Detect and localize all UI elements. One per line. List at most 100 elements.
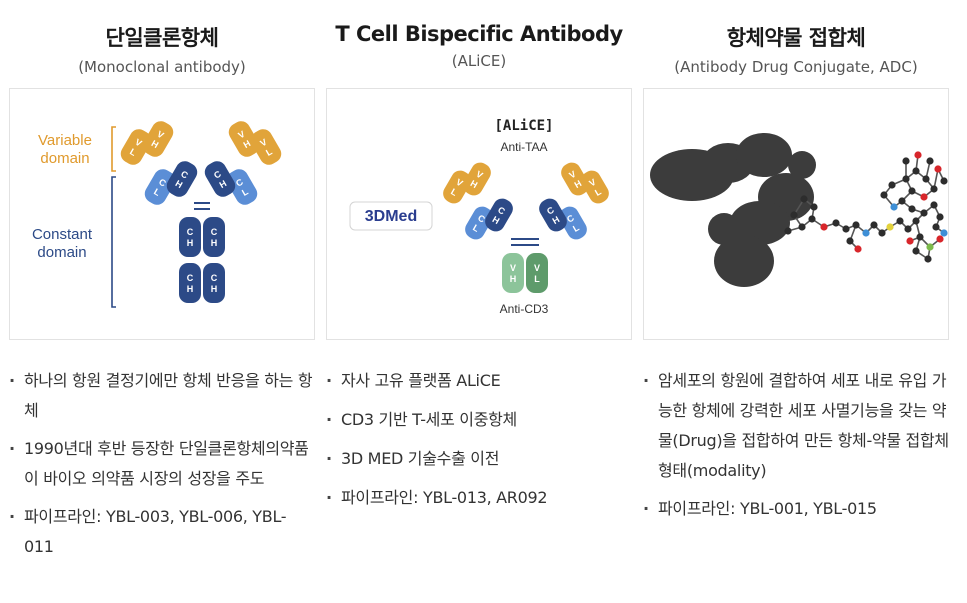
atom	[888, 181, 896, 189]
atom	[842, 225, 850, 233]
atom	[912, 217, 920, 225]
atom	[832, 219, 840, 227]
ch-domain-left: CH	[485, 198, 513, 232]
atom	[898, 197, 906, 205]
column-title: 항체약물 접합체	[726, 26, 866, 50]
vl-domain-left: VL	[443, 170, 471, 204]
svg-text:V: V	[474, 169, 484, 181]
svg-text:H: H	[174, 178, 185, 190]
bullet-list: 하나의 항원 결정기에만 항체 반응을 하는 항체 1990년대 후반 등장한 …	[9, 366, 315, 570]
svg-text:C: C	[187, 227, 194, 237]
bullet-item: 파이프라인: YBL-013, AR092	[326, 483, 632, 513]
svg-text:H: H	[211, 238, 218, 248]
atom	[936, 213, 944, 221]
svg-text:V: V	[534, 263, 540, 273]
svg-text:L: L	[264, 146, 274, 158]
3dmed-logo: 3DMed	[349, 201, 433, 231]
anti-cd3-vl-domain: VL	[526, 253, 548, 293]
atom	[932, 223, 940, 231]
bullet-list: 자사 고유 플랫폼 ALiCE CD3 기반 T-세포 이중항체 3D MED …	[326, 366, 632, 522]
svg-text:H: H	[510, 274, 517, 284]
atom	[886, 223, 894, 231]
atom	[854, 245, 862, 253]
vl-domain-right: VL	[581, 170, 609, 204]
cl-domain-right: CL	[226, 169, 258, 205]
atom	[904, 225, 912, 233]
atom	[784, 227, 792, 235]
atom	[902, 157, 910, 165]
atom	[862, 229, 870, 237]
svg-text:C: C	[496, 205, 507, 217]
atom	[820, 223, 828, 231]
atom	[890, 203, 898, 211]
bullet-item: 하나의 항원 결정기에만 항체 반응을 하는 항체	[9, 366, 315, 426]
svg-text:V: V	[133, 137, 143, 149]
bullet-item: CD3 기반 T-세포 이중항체	[326, 405, 632, 435]
svg-text:L: L	[128, 146, 138, 158]
atom	[916, 233, 924, 241]
atom	[846, 237, 854, 245]
vh-domain-left: VH	[142, 121, 174, 157]
column-title: T Cell Bispecific Antibody	[335, 22, 623, 46]
vh-domain-left: VH	[463, 162, 491, 196]
column-subtitle: (Antibody Drug Conjugate, ADC)	[674, 58, 918, 76]
antibody-protein-shape	[650, 133, 816, 287]
atom	[920, 209, 928, 217]
svg-text:C: C	[212, 168, 223, 180]
svg-text:H: H	[187, 238, 194, 248]
cl-domain-left: CL	[465, 206, 493, 240]
bullet-item: 1990년대 후반 등장한 단일클론항체의약품이 바이오 의약품 시장의 성장을…	[9, 434, 315, 494]
svg-text:V: V	[258, 137, 268, 149]
constant-label-line1: Constant	[32, 226, 93, 243]
svg-text:V: V	[510, 263, 516, 273]
svg-text:V: V	[454, 177, 464, 189]
atom	[930, 185, 938, 193]
svg-text:C: C	[211, 227, 218, 237]
atom	[920, 193, 928, 201]
atom	[906, 237, 914, 245]
atom	[926, 243, 934, 251]
atom	[878, 229, 886, 237]
drug-linker-molecule	[784, 151, 948, 263]
svg-text:L: L	[534, 274, 540, 284]
variable-label-line2: domain	[40, 150, 89, 167]
column-bispecific: T Cell Bispecific Antibody (ALiCE) 3DMed…	[326, 0, 632, 513]
svg-text:H: H	[187, 284, 194, 294]
svg-text:V: V	[236, 129, 246, 141]
svg-text:C: C	[187, 273, 194, 283]
atom	[936, 235, 944, 243]
column-title: 단일클론항체	[105, 26, 219, 50]
svg-text:C: C	[179, 169, 190, 181]
atom	[934, 165, 942, 173]
atom	[808, 215, 816, 223]
column-adc: 항체약물 접합체 (Antibody Drug Conjugate, ADC) …	[643, 0, 949, 524]
alice-label: [ALiCE]	[494, 118, 553, 134]
atom	[852, 221, 860, 229]
atom	[902, 175, 910, 183]
atom	[940, 229, 948, 237]
ch-domain-left: CH	[166, 161, 198, 197]
molecule-atoms	[784, 151, 948, 263]
svg-text:H: H	[211, 284, 218, 294]
logo-text: 3DMed	[365, 208, 417, 225]
atom	[790, 211, 798, 219]
svg-text:H: H	[551, 214, 562, 226]
svg-text:L: L	[152, 186, 162, 198]
column-subtitle: (Monoclonal antibody)	[78, 58, 246, 76]
svg-text:V: V	[155, 129, 165, 141]
svg-text:H: H	[218, 178, 229, 190]
ch-domain-right: CH	[204, 161, 236, 197]
svg-text:C: C	[234, 176, 245, 188]
atom	[912, 167, 920, 175]
svg-text:H: H	[491, 214, 502, 226]
variable-label-line1: Variable	[38, 132, 92, 149]
atom	[870, 221, 878, 229]
atom	[930, 201, 938, 209]
anti-cd3-vh-domain: VH	[502, 253, 524, 293]
ch-domain-stem-4: CH	[203, 263, 225, 303]
svg-text:V: V	[587, 177, 597, 189]
